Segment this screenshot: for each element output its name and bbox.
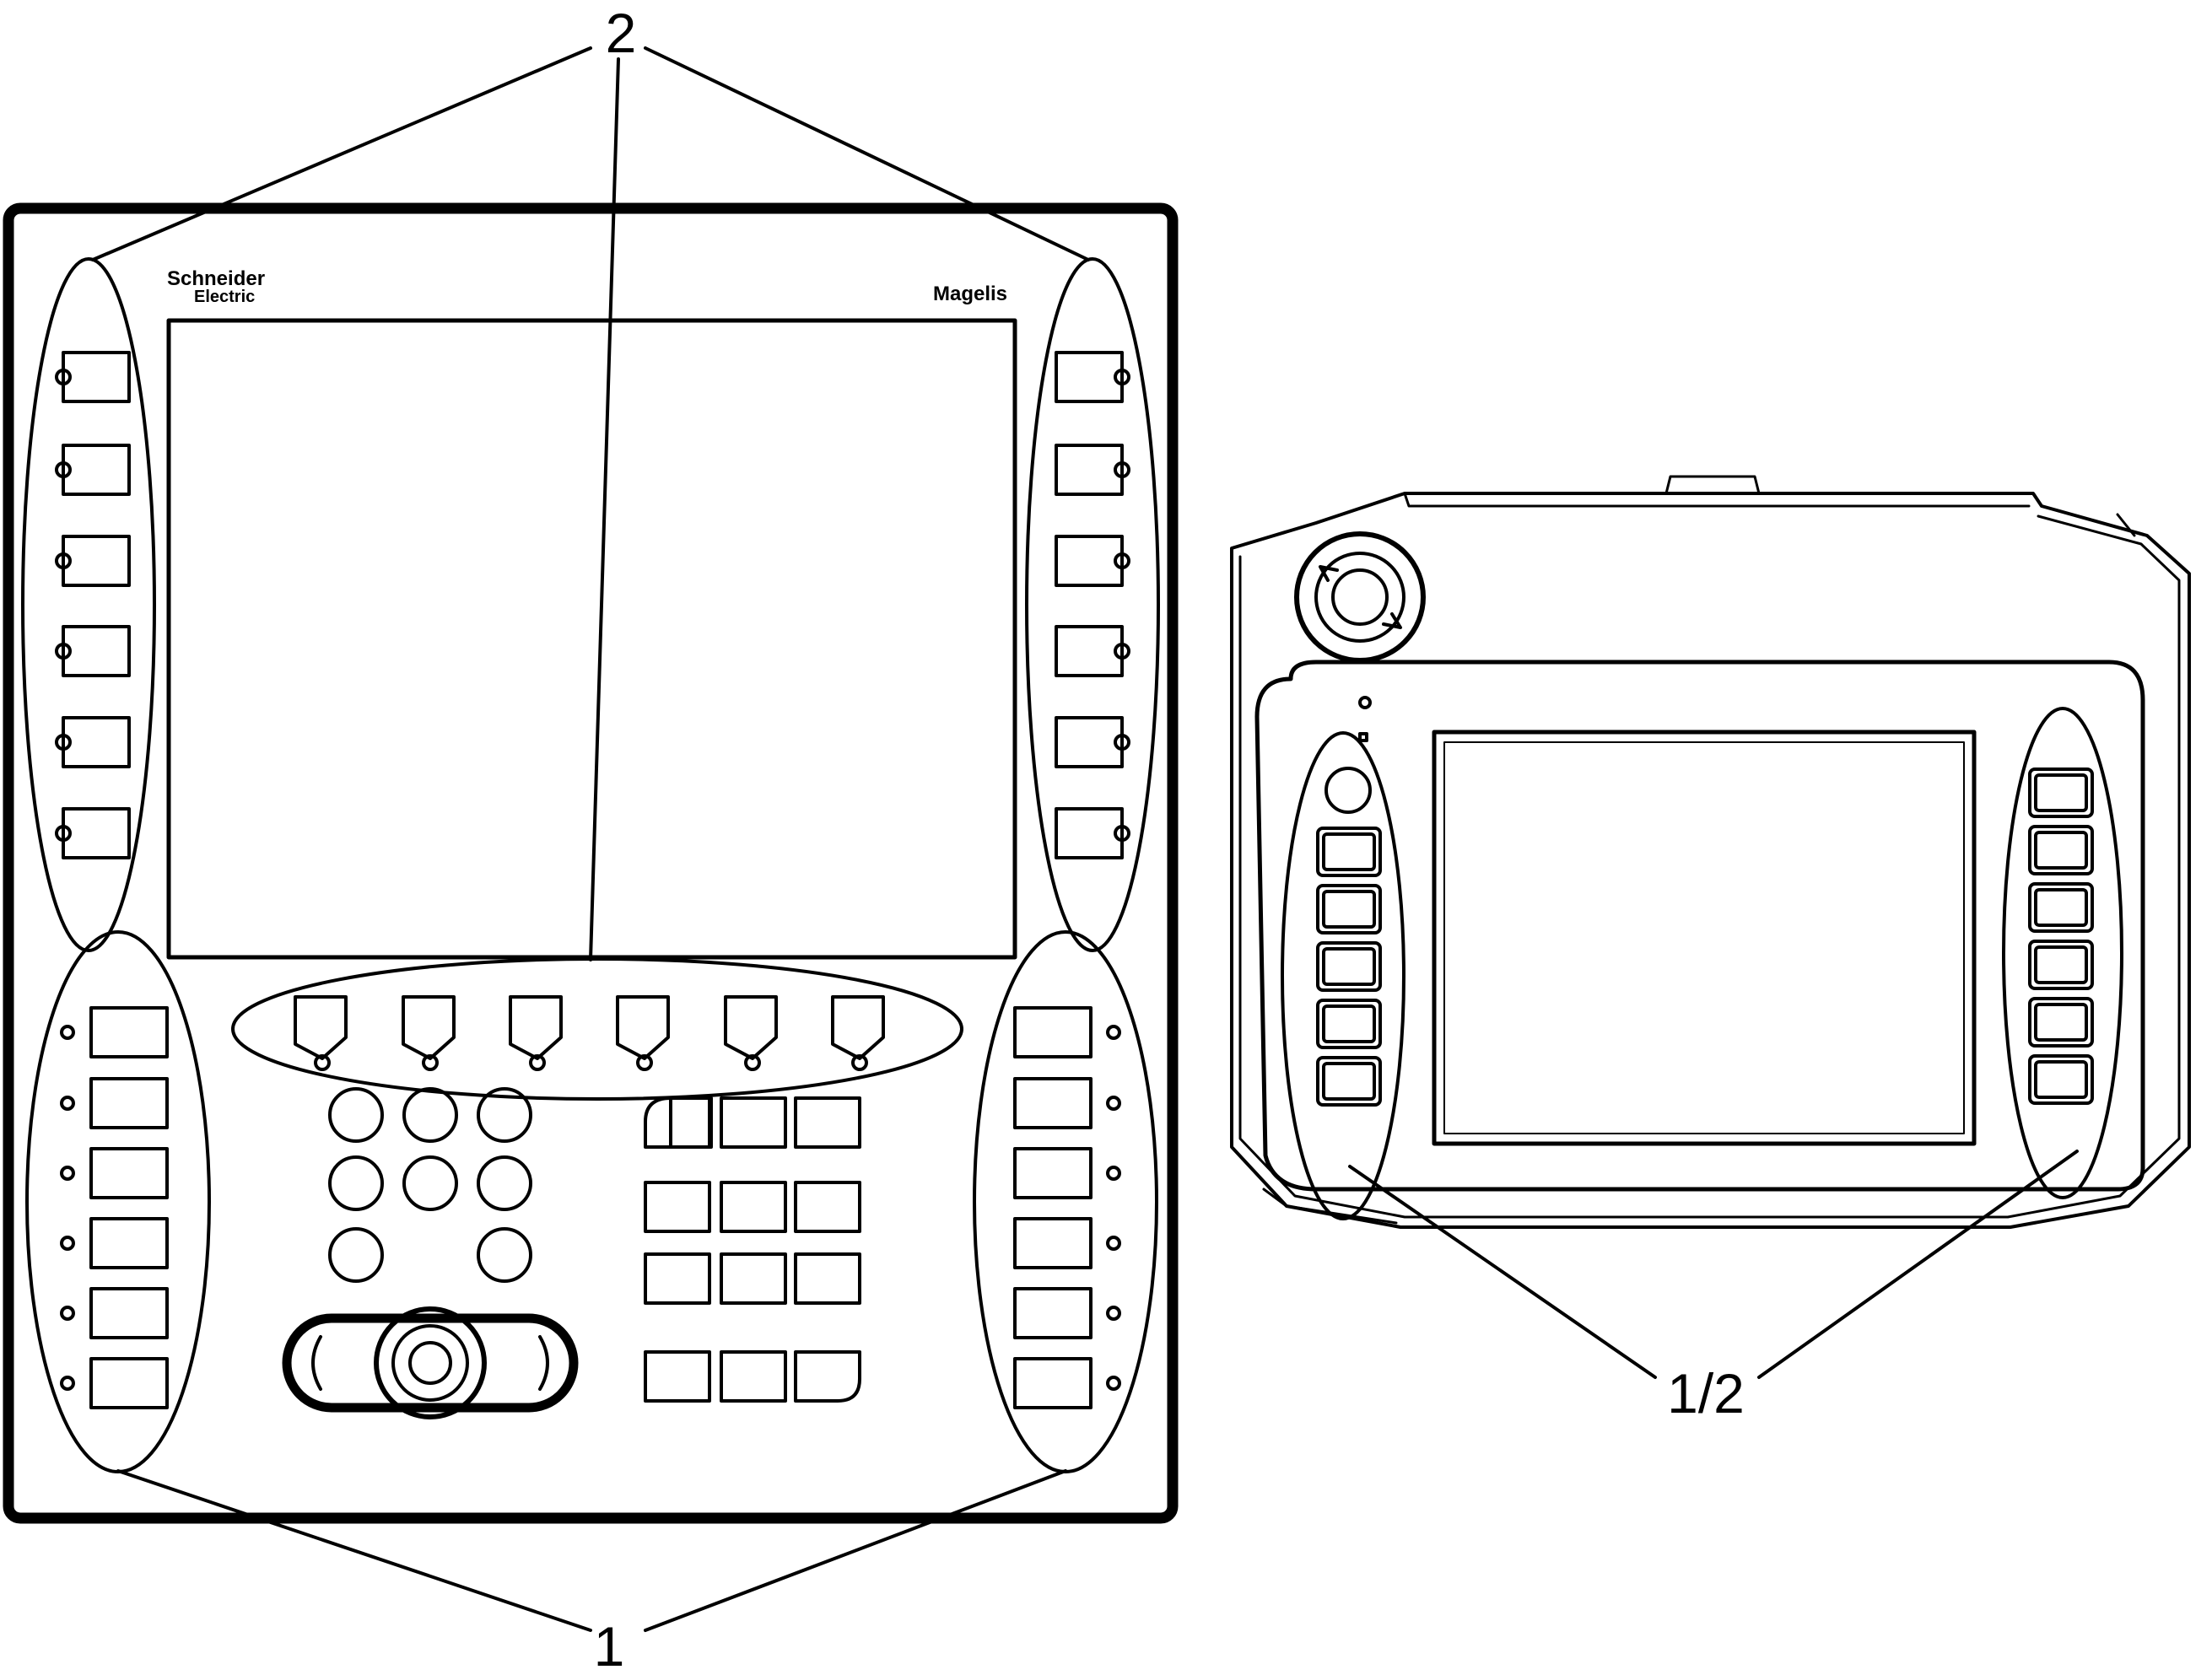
emergency-stop-button[interactable] (1294, 531, 1426, 663)
jog-dial[interactable] (282, 1306, 579, 1419)
function-key[interactable] (1316, 1056, 1382, 1107)
model-logo: Magelis (933, 283, 1007, 305)
function-key[interactable] (724, 995, 778, 1060)
function-key[interactable] (62, 807, 131, 859)
key[interactable] (720, 1350, 787, 1403)
leader-lines-2 (91, 46, 1090, 961)
callout-oval (2002, 707, 2123, 1199)
callout-oval (973, 930, 1158, 1473)
callout-oval (21, 257, 156, 952)
round-key[interactable] (402, 1087, 458, 1143)
callout-oval (1025, 257, 1160, 952)
function-key[interactable] (616, 995, 670, 1060)
key[interactable] (644, 1252, 711, 1305)
left-lower-keys (60, 1006, 169, 1409)
function-key[interactable] (1055, 716, 1124, 768)
function-key[interactable] (1316, 941, 1382, 992)
function-key[interactable] (1013, 1147, 1093, 1199)
function-key[interactable] (831, 995, 885, 1060)
right-upper-keys (1055, 351, 1130, 859)
function-key[interactable] (1013, 1077, 1093, 1129)
function-key[interactable] (509, 995, 563, 1060)
function-key[interactable] (89, 1357, 169, 1409)
function-key[interactable] (1013, 1006, 1093, 1058)
function-key[interactable] (2028, 997, 2094, 1048)
key[interactable] (720, 1181, 787, 1233)
function-key[interactable] (89, 1006, 169, 1058)
function-key[interactable] (62, 625, 131, 677)
function-key[interactable] (1055, 444, 1124, 496)
brand-logo-line1: Schneider (167, 267, 265, 290)
function-key[interactable] (89, 1287, 169, 1339)
handheld-right-keys (2028, 767, 2094, 1105)
key[interactable] (794, 1350, 861, 1403)
callout-oval (1281, 731, 1405, 1220)
function-key[interactable] (402, 995, 456, 1060)
key[interactable] (645, 1098, 711, 1147)
function-key[interactable] (89, 1147, 169, 1199)
left-terminal (3, 46, 1179, 1632)
function-key[interactable] (2028, 767, 2094, 818)
function-key[interactable] (62, 444, 131, 496)
function-key[interactable] (2028, 825, 2094, 875)
function-key[interactable] (2028, 1054, 2094, 1105)
function-key[interactable] (89, 1077, 169, 1129)
key[interactable] (720, 1096, 787, 1149)
function-key[interactable] (1316, 827, 1382, 877)
right-lower-keys (1013, 1006, 1121, 1409)
key[interactable] (794, 1181, 861, 1233)
function-key[interactable] (1316, 884, 1382, 934)
function-key[interactable] (1055, 807, 1124, 859)
left-upper-keys (55, 351, 131, 859)
round-keypad (328, 1087, 532, 1283)
callout-label-2: 2 (606, 2, 637, 64)
callout-oval (25, 930, 211, 1473)
callout-ovals-left (21, 257, 1160, 1473)
left-terminal-frame (3, 202, 1179, 1524)
function-key[interactable] (1013, 1287, 1093, 1339)
key[interactable] (794, 1252, 861, 1305)
round-key[interactable] (328, 1087, 384, 1143)
round-key[interactable] (328, 1227, 384, 1283)
key[interactable] (720, 1252, 787, 1305)
function-key[interactable] (1055, 625, 1124, 677)
callout-oval (231, 957, 963, 1101)
function-key[interactable] (62, 535, 131, 587)
function-key[interactable] (62, 716, 131, 768)
brand-logo-line2: Electric (194, 288, 255, 306)
round-key[interactable] (477, 1087, 532, 1143)
round-key[interactable] (477, 1227, 532, 1283)
function-key[interactable] (62, 351, 131, 403)
function-key[interactable] (89, 1217, 169, 1269)
function-key[interactable] (1055, 351, 1124, 403)
screen-bottom-keys (294, 995, 885, 1071)
callout-label-1: 1 (594, 1615, 625, 1675)
function-key[interactable] (294, 995, 348, 1060)
handheld-inner-bezel (1254, 660, 2145, 1192)
handheld-left-keys (1316, 767, 1382, 1107)
round-key[interactable] (477, 1155, 532, 1211)
handheld-terminal (1230, 475, 2191, 1379)
handheld-screen (1432, 730, 1977, 1146)
round-key[interactable] (328, 1155, 384, 1211)
function-key[interactable] (1055, 535, 1124, 587)
leader-lines-1-2 (1348, 1150, 2079, 1379)
callout-label-1-2: 1/2 (1667, 1362, 1745, 1425)
function-key[interactable] (1013, 1217, 1093, 1269)
function-key[interactable] (1316, 999, 1382, 1049)
left-terminal-screen (166, 318, 1017, 960)
function-key[interactable] (1013, 1357, 1093, 1409)
key[interactable] (794, 1096, 861, 1149)
key[interactable] (644, 1181, 711, 1233)
key[interactable] (644, 1350, 711, 1403)
function-key[interactable] (2028, 882, 2094, 933)
leader-lines-1 (116, 1469, 1067, 1632)
round-key[interactable] (402, 1155, 458, 1211)
square-keypad (644, 1096, 861, 1403)
key[interactable] (669, 1096, 713, 1149)
round-key[interactable] (1325, 767, 1372, 814)
function-key[interactable] (2028, 940, 2094, 990)
